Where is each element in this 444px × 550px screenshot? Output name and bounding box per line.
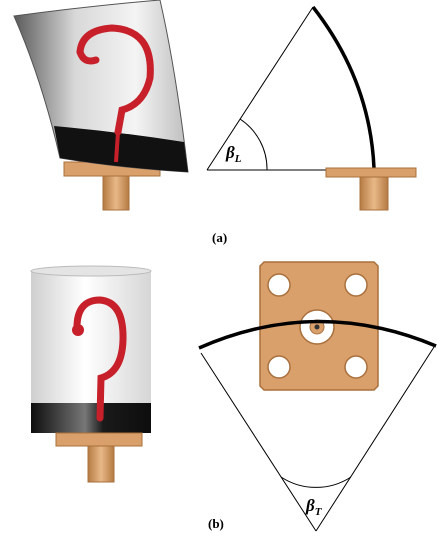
curved-antenna-arc [198, 319, 437, 350]
hook-trace-end [76, 48, 100, 65]
ground-band [31, 403, 151, 433]
connector-flange [325, 167, 417, 178]
feed-line [114, 131, 120, 163]
ground-band [54, 126, 188, 172]
mount-hole [267, 273, 291, 297]
radial-line-right [315, 346, 435, 532]
side-view-diagram [206, 5, 417, 211]
connector-barrel [87, 445, 115, 483]
mount-hole [344, 273, 368, 297]
top-view-diagram [198, 261, 437, 532]
beta-l-label: βL [225, 143, 242, 165]
caption-b: (b) [208, 516, 224, 531]
mount-hole [267, 355, 291, 379]
connector-flange [55, 432, 143, 447]
hook-trace [73, 296, 127, 422]
beta-t-label: βT [305, 496, 323, 518]
mount-hole [344, 355, 368, 379]
caption-a: (a) [212, 230, 227, 245]
center-pin [314, 324, 320, 330]
hook-trace-end [72, 324, 84, 336]
connector-barrel [102, 175, 130, 211]
cylindrical-antenna-render [30, 265, 152, 483]
radial-line [206, 6, 314, 171]
hook-trace [76, 24, 154, 136]
angle-arc-beta-t [280, 476, 352, 488]
bent-antenna-arc [311, 5, 376, 169]
cylinder-top [30, 265, 152, 277]
angle-arc-beta-l [239, 118, 268, 171]
radial-line-left [200, 352, 317, 532]
connector-barrel [359, 176, 389, 211]
curved-antenna-render [13, 0, 189, 211]
